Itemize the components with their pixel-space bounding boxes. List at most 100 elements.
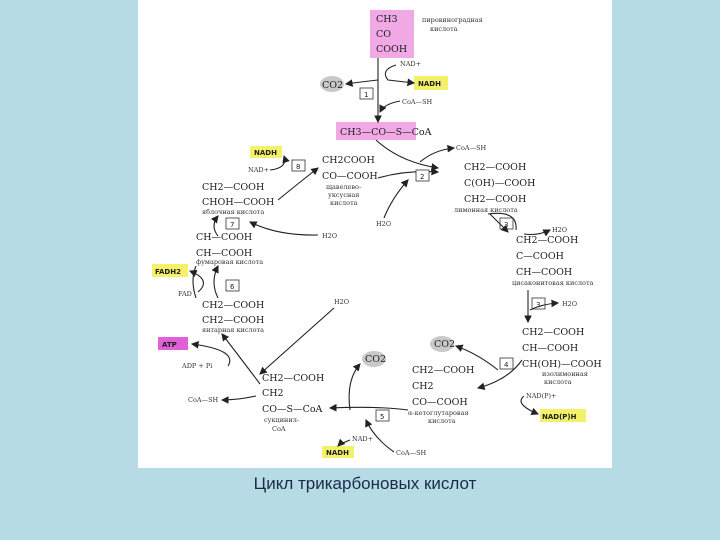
alpha-kg-line-2: CH2: [412, 381, 434, 392]
step2-coa-arrow: [419, 144, 456, 163]
step1-co2-arrow: [344, 79, 379, 87]
cis-aconitate-line-2: C—COOH: [516, 251, 564, 262]
step8-main-arrow: [277, 167, 319, 201]
step5-nadh: NADH: [326, 449, 349, 457]
step4-co2-arrow: [454, 344, 499, 371]
h2o-in-arrow: [259, 307, 335, 375]
pyruvate-name-1: пировиноградная: [422, 16, 483, 24]
step2-coa-sh: CoA—SH: [456, 144, 487, 152]
step8-nadh: NADH: [254, 149, 277, 157]
step3a-h2o-arrow: [523, 229, 551, 237]
nadh-highlight-1: [414, 76, 448, 90]
step5-co2: CO2: [365, 354, 386, 365]
isocitrate-name-1: изолимонная: [542, 370, 588, 378]
malate-line-2: CHOH—COOH: [202, 197, 274, 208]
step1-box: [359, 87, 374, 100]
pyruvate-highlight: [370, 10, 414, 58]
step2-h2o-arrow: [383, 179, 409, 219]
isocitrate-line-2: CH—COOH: [522, 343, 578, 354]
step4-nadph: NAD(P)H: [542, 413, 577, 421]
step7-main-arrow: [210, 215, 219, 237]
step5-coa-in-arrow: [365, 418, 395, 453]
succinate-line-2: CH2—COOH: [202, 315, 264, 326]
step4-main-arrow: [476, 359, 523, 391]
step4-nadp-arrow: [520, 395, 540, 416]
alpha-kg-line-1: CH2—COOH: [412, 365, 474, 376]
step5-number: 5: [380, 413, 384, 421]
step1-nad-arrow: [384, 64, 416, 87]
step2-number: 2: [420, 173, 424, 181]
malate-name: яблочная кислота: [202, 208, 264, 216]
step8-number: 8: [296, 163, 300, 171]
step1-nad-plus: NAD+: [400, 60, 421, 68]
oxaloacetate-name-3: кислота: [330, 199, 358, 207]
step1-nadh: NADH: [418, 80, 441, 88]
step6-fad-arrow: [188, 269, 204, 293]
atp-highlight: [158, 337, 188, 350]
step5-atp-arrow: [190, 341, 231, 367]
succinyl-coa-line-1: CH2—COOH: [262, 373, 324, 384]
oxaloacetate-line-2: CO—COOH: [322, 171, 378, 182]
cis-aconitate-line-3: CH—COOH: [516, 267, 572, 278]
acetyl-coa-highlight: [336, 122, 416, 140]
caption-text: Цикл трикарбоновых кислот: [253, 474, 477, 493]
succinyl-coa-line-3: CO—S—CoA: [262, 404, 323, 415]
step2-box: [415, 169, 430, 182]
step2-h2o: H2O: [376, 220, 391, 228]
step3a-number: 3: [504, 221, 508, 229]
step5-nad-plus: NAD+: [352, 435, 373, 443]
pyruvate-line-1: CH3: [376, 14, 398, 25]
pyruvate-line-2: CO: [376, 29, 391, 40]
oxaloacetate-line-1: CH2COOH: [322, 155, 375, 166]
pyruvate-line-3: COOH: [376, 44, 407, 55]
fumarate-line-2: CH—COOH: [196, 248, 252, 259]
step5-coa-sh: CoA—SH: [188, 396, 219, 404]
isocitrate-name-2: кислота: [544, 378, 572, 386]
step1-coa-sh: CoA—SH: [402, 98, 433, 106]
step5-co2-arrow: [348, 363, 361, 411]
alpha-kg-name-1: α-кетоглутаровая: [408, 409, 469, 417]
pyruvate-name-2: кислота: [430, 25, 458, 33]
caption: Цикл трикарбоновых кислот: [0, 474, 720, 494]
step2-main-arrow: [375, 139, 440, 171]
step4-box: [499, 357, 514, 370]
step3b-box: [531, 297, 546, 310]
step5-nad-arrow: [337, 438, 351, 447]
step4-nadp: NAD(P)+: [526, 392, 557, 400]
succinyl-coa-name-1: сукцинил-: [264, 416, 299, 424]
succinyl-coa-line-2: CH2: [262, 388, 284, 399]
alpha-kg-line-3: CO—COOH: [412, 397, 468, 408]
step7-h2o: H2O: [322, 232, 337, 240]
step3b-h2o: H2O: [562, 300, 577, 308]
citrate-to-aconitate-arc: [487, 212, 517, 231]
step7-number: 7: [230, 221, 234, 229]
step5-coa-sh-2: CoA—SH: [396, 449, 427, 457]
step3b-h2o-in: H2O: [334, 298, 349, 306]
citrate-line-1: CH2—COOH: [464, 162, 526, 173]
succinate-name: янтарная кислота: [202, 326, 264, 334]
cis-aconitate-name: цисаконитовая кислота: [512, 279, 594, 287]
alpha-kg-name-2: кислота: [428, 417, 456, 425]
step8-box: [291, 159, 306, 172]
step2-oxaloacetate-arrow: [377, 167, 440, 179]
step6-main-arrow: [211, 265, 219, 299]
step1-number: 1: [364, 91, 368, 99]
step7-h2o-arrow: [249, 221, 319, 236]
step6-box: [225, 279, 240, 292]
step5-atp: ATP: [162, 341, 177, 349]
step6-fadh2: FADH2: [155, 268, 181, 276]
citrate-name: лимонная кислота: [454, 206, 518, 214]
step3a-h2o: H2O: [552, 226, 567, 234]
diagram-card: CH3 CO COOH пировиноградная кислота NAD+…: [138, 0, 612, 468]
step8-nad-plus: NAD+: [248, 166, 269, 174]
co2-highlight-4: [430, 336, 454, 352]
nadph-highlight: [540, 409, 586, 422]
fumarate-line-1: CH—COOH: [196, 232, 252, 243]
fadh2-highlight: [152, 264, 188, 277]
left-cycle-arc: [192, 265, 197, 299]
cis-aconitate-line-1: CH2—COOH: [516, 235, 578, 246]
oxaloacetate-name-1: щавелево-: [326, 183, 361, 191]
succinyl-coa-name-2: CoA: [272, 425, 286, 433]
oxaloacetate-name-2: уксусная: [328, 191, 359, 199]
co2-highlight-5: [362, 351, 386, 367]
